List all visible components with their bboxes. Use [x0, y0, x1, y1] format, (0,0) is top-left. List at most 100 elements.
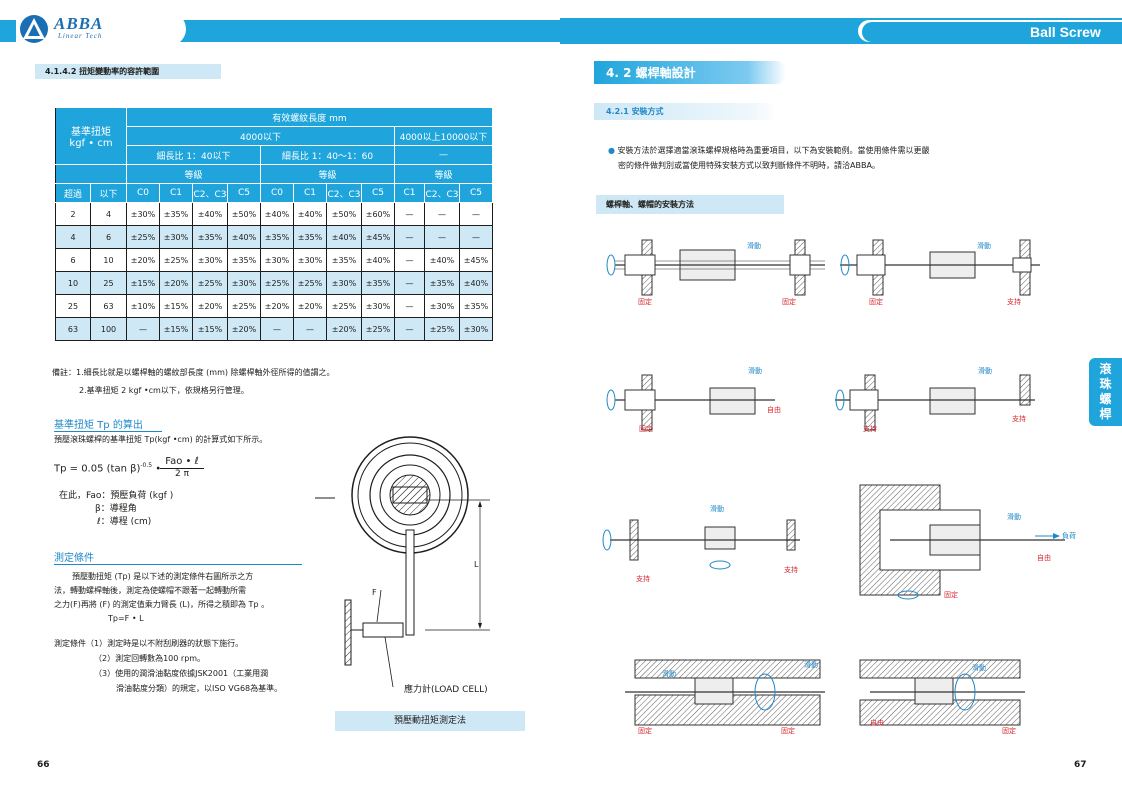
- label-slide: 滑動: [978, 367, 992, 375]
- label-support: 支持: [1007, 298, 1021, 306]
- table-cell: ±20%: [293, 294, 327, 318]
- where-fao: 在此，Fao：預壓負荷 (kgf ): [59, 491, 174, 501]
- note-2: 2.基準扭矩 2 kgf •cm以下，依規格另行管理。: [79, 386, 249, 395]
- header-effective-length: 有效螺紋長度 mm: [126, 107, 493, 127]
- column-header: 超過: [55, 183, 91, 203]
- table-cell: 10: [90, 248, 127, 272]
- header-title: Ball Screw: [1030, 24, 1101, 40]
- section-title-left: 4.1.4.2 扭矩變動率的容許範圍: [35, 64, 221, 79]
- label-fixed: 固定: [944, 591, 958, 599]
- table-cell: ±45%: [459, 248, 493, 272]
- cond-paragraph: 預壓動扭矩 (Tp) 是以下述的測定條件右圖所示之方 法，轉動螺桿軸後，測定為使…: [54, 570, 314, 612]
- formula-exp: -0.5: [140, 462, 153, 469]
- table-cell: 100: [90, 317, 127, 341]
- table-cell: ±25%: [227, 294, 261, 318]
- column-header: C0: [126, 183, 160, 203]
- calc-heading: 基準扭矩 Tp 的算出: [54, 416, 162, 432]
- table-cell: —: [293, 317, 327, 341]
- label-fixed: 固定: [781, 727, 795, 735]
- cond-line-1: 預壓動扭矩 (Tp) 是以下述的測定條件右圖所示之方: [72, 572, 254, 581]
- table-cell: ±15%: [126, 271, 160, 295]
- cond-heading: 測定條件: [54, 549, 302, 565]
- header-grade-b: 等級: [260, 164, 395, 184]
- table-cell: ±20%: [126, 248, 160, 272]
- side-tab-char-1: 滾: [1099, 362, 1112, 376]
- table-cell: 6: [55, 248, 91, 272]
- table-cell: —: [394, 225, 425, 249]
- where-lead: ℓ：導程 (cm): [97, 517, 152, 527]
- side-tab-char-3: 螺: [1099, 392, 1112, 406]
- formula-lhs: Tp = 0.05 (tan β): [54, 463, 141, 475]
- diagram-nut-drive: [859, 484, 1065, 600]
- column-header: 以下: [90, 183, 127, 203]
- table-cell: ±30%: [192, 248, 228, 272]
- formula-denominator: 2 π: [174, 469, 189, 479]
- diagram-fixed-free: [606, 374, 775, 431]
- table-cell: ±20%: [159, 271, 193, 295]
- table-cell: ±30%: [126, 202, 160, 226]
- table-cell: —: [394, 294, 425, 318]
- table-cell: ±35%: [159, 202, 193, 226]
- label-slide: 滑動: [710, 505, 724, 513]
- header-ref-torque: 基準扭矩 kgf • cm: [55, 107, 127, 165]
- table-cell: 4: [90, 202, 127, 226]
- column-header: C2、C3: [192, 183, 228, 203]
- table-cell: ±30%: [326, 271, 362, 295]
- table-cell: ±40%: [293, 202, 327, 226]
- header-grade-a: 等級: [126, 164, 261, 184]
- table-cell: ±35%: [293, 225, 327, 249]
- label-free: 自由: [1037, 554, 1051, 562]
- label-L: L: [474, 560, 479, 569]
- logo-name: ABBA: [54, 14, 104, 33]
- page-number-right: 67: [1074, 760, 1087, 770]
- table-cell: —: [424, 225, 460, 249]
- bullet-dot-icon: ●: [608, 146, 615, 155]
- label-slide: 滑動: [972, 664, 986, 672]
- cond-item-4: 滑油黏度分類）的規定，以ISO VG68為基準。: [116, 684, 283, 693]
- table-cell: —: [394, 202, 425, 226]
- table-cell: ±15%: [159, 294, 193, 318]
- label-slide: 滑動: [804, 661, 818, 669]
- cond-item-2: （2）測定回轉數為100 rpm。: [94, 654, 206, 663]
- table-cell: ±40%: [192, 202, 228, 226]
- table-cell: ±30%: [293, 248, 327, 272]
- label-slide: 滑動: [977, 242, 991, 250]
- formula-dot: •: [155, 463, 162, 475]
- note-1: 備註：1.細長比就是以螺桿軸的螺紋部長度 (mm) 除螺桿軸外徑所得的值謂之。: [52, 368, 335, 377]
- table-cell: ±30%: [260, 248, 294, 272]
- column-header: C2、C3: [326, 183, 362, 203]
- section-title-right: 4. 2 螺桿軸設計: [594, 61, 786, 84]
- diagram-fixed-support: [840, 239, 1040, 296]
- table-cell: ±35%: [424, 271, 460, 295]
- header-ratio-a: 細長比 1：40以下: [126, 145, 261, 165]
- side-tab-char-4: 桿: [1099, 407, 1112, 421]
- cond-item-1: 測定條件（1）測定時是以不附刮刷器的狀態下施行。: [54, 639, 244, 648]
- header-4000-10000: 4000以上10000以下: [394, 126, 493, 146]
- label-fixed: 固定: [1002, 727, 1016, 735]
- bullet-line-2: 密的條件做判別或當使用特殊安裝方式以致判斷條件不明時，請洽ABBA。: [618, 161, 880, 170]
- label-fixed: 固定: [782, 298, 796, 306]
- label-load: 負荷: [1062, 532, 1076, 540]
- table-cell: ±40%: [459, 271, 493, 295]
- where-beta: β：導程角: [95, 504, 137, 514]
- table-cell: ±35%: [227, 248, 261, 272]
- label-slide: 滑動: [1007, 513, 1021, 521]
- table-cell: ±10%: [126, 294, 160, 318]
- diagram-support-support: [835, 374, 1035, 431]
- table-cell: ±20%: [260, 294, 294, 318]
- table-cell: ±25%: [424, 317, 460, 341]
- label-fixed: 固定: [869, 298, 883, 306]
- label-support: 支持: [1012, 415, 1026, 423]
- torque-table-wrap: 基準扭矩 kgf • cm 有效螺紋長度 mm 4000以下 4000以上100…: [55, 107, 493, 341]
- label-load-cell: 應力計(LOAD CELL): [404, 685, 488, 695]
- table-cell: —: [126, 317, 160, 341]
- table-cell: —: [394, 317, 425, 341]
- label-support: 支持: [784, 566, 798, 574]
- table-cell: —: [394, 271, 425, 295]
- column-header: C1: [159, 183, 193, 203]
- table-cell: ±25%: [361, 317, 395, 341]
- logo-subtitle: Linear Tech: [58, 32, 103, 40]
